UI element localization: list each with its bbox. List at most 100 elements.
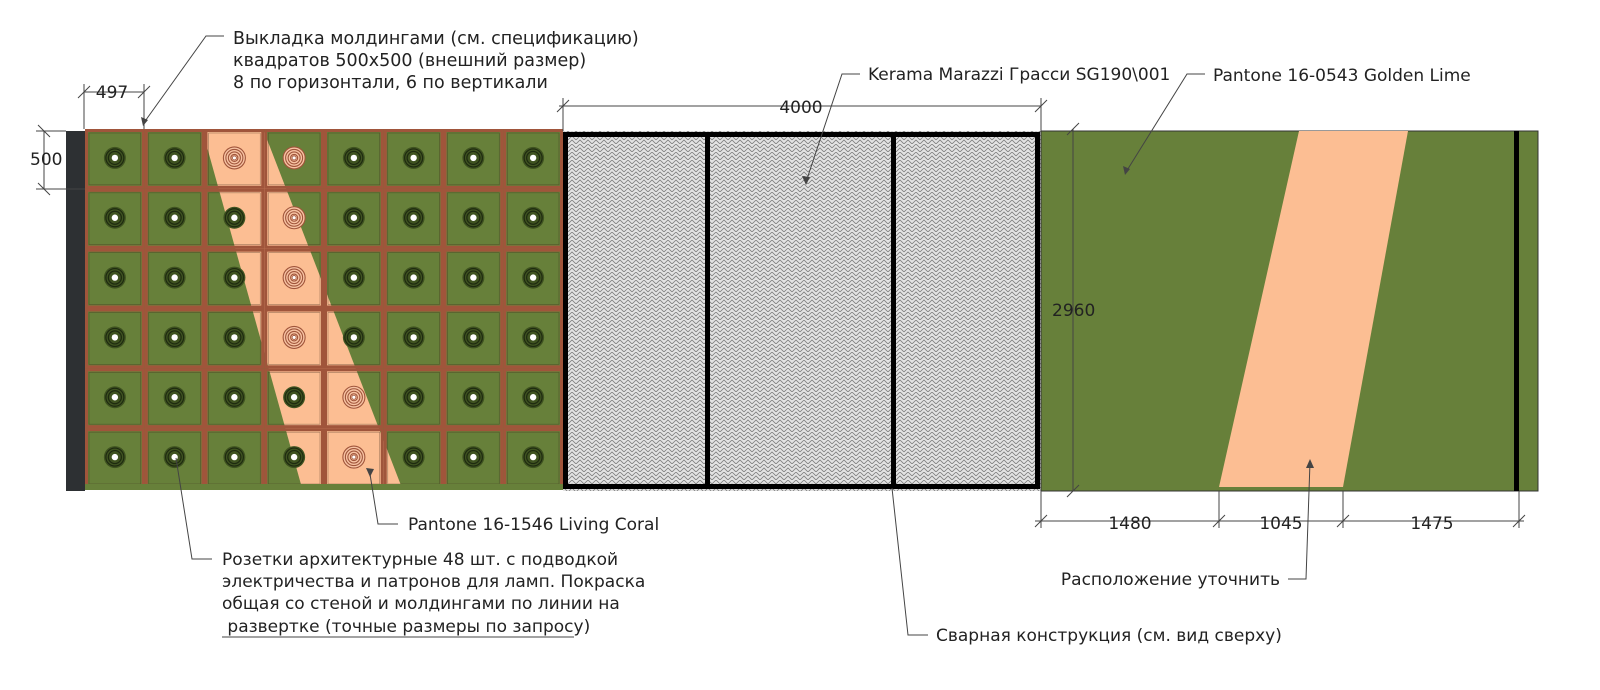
moulding-square <box>443 188 504 249</box>
tile-panel-2 <box>705 132 896 489</box>
note-pantone-coral: Pantone 16-1546 Living Coral <box>408 515 659 535</box>
dim-tile-width: 4000 <box>779 98 822 118</box>
rosette <box>282 146 306 170</box>
rosette <box>462 266 485 289</box>
rosette <box>522 146 545 169</box>
moulding-square-inner <box>387 252 440 305</box>
moulding-square <box>204 188 265 249</box>
moulding-square <box>383 308 444 369</box>
moulding-square-inner <box>506 372 560 425</box>
rosette <box>462 446 485 469</box>
note-rosettes-2: электричества и патронов для ламп. Покра… <box>222 572 645 592</box>
tile-panel-3 <box>891 132 1040 489</box>
moulding-square-inner <box>327 192 381 245</box>
rosette <box>223 326 246 349</box>
moulding-square-inner <box>208 132 261 186</box>
moulding-square <box>85 188 145 249</box>
note-kerama-tile: Kerama Marazzi Грасси SG190\001 <box>868 65 1170 85</box>
moulding-square <box>324 308 384 369</box>
moulding-square <box>264 368 324 429</box>
note-clarify-position: Расположение уточнить <box>1061 570 1280 590</box>
moulding-square <box>264 129 324 189</box>
rosette <box>462 386 485 409</box>
moulding-square-inner <box>88 192 142 245</box>
moulding-square <box>144 308 205 369</box>
moulding-square <box>144 368 205 429</box>
rosette <box>282 206 306 230</box>
grid-cells <box>85 129 563 488</box>
grid-bottom-strip <box>85 484 563 490</box>
moulding-square-inner <box>208 372 261 425</box>
rosette <box>522 206 545 229</box>
moulding-square <box>85 129 145 189</box>
moulding-square-inner <box>208 252 261 305</box>
dim-seg-mid: 1045 <box>1259 514 1302 534</box>
moulding-square <box>144 248 205 309</box>
moulding-square-inner <box>506 192 560 245</box>
moulding-square-inner <box>148 132 201 186</box>
rosette <box>342 445 366 469</box>
moulding-square <box>503 129 563 189</box>
moulding-square <box>324 248 384 309</box>
dim-wall-height: 2960 <box>1052 301 1095 321</box>
moulding-square <box>324 188 384 249</box>
tile-section <box>563 131 1041 491</box>
moulding-square <box>383 188 444 249</box>
moulding-square-inner <box>506 312 560 365</box>
rosette <box>103 266 126 289</box>
moulding-square-inner <box>208 312 261 365</box>
rosette <box>163 266 186 289</box>
moulding-square <box>204 368 265 429</box>
moulding-square-inner <box>447 192 500 245</box>
moulding-square <box>204 248 265 309</box>
rosette <box>163 206 186 229</box>
moulding-square-inner <box>387 312 440 365</box>
moulding-square-inner <box>88 312 142 365</box>
rosette <box>402 146 425 169</box>
rosette <box>223 446 246 469</box>
moulding-square-inner <box>88 372 142 425</box>
moulding-square-inner <box>387 372 440 425</box>
moulding-square <box>144 129 205 189</box>
rosette <box>342 385 366 409</box>
dimension-lines <box>36 84 1526 528</box>
right-end-line <box>1514 131 1519 491</box>
note-moulding-layout-3: 8 по горизонтали, 6 по вертикали <box>233 73 548 93</box>
rosette <box>283 446 306 469</box>
moulding-grid-section <box>85 129 563 490</box>
rosette <box>402 206 425 229</box>
rosette <box>522 266 545 289</box>
moulding-square-inner <box>327 312 381 365</box>
rosette <box>282 266 306 290</box>
rosette <box>282 325 306 349</box>
moulding-square-inner <box>447 312 500 365</box>
rosette <box>402 326 425 349</box>
moulding-square <box>443 368 504 429</box>
leader-lines <box>142 35 1311 638</box>
rosette <box>223 206 246 229</box>
moulding-square-inner <box>267 252 321 305</box>
rosette <box>223 386 246 409</box>
moulding-square-inner <box>447 372 500 425</box>
rosette <box>223 266 246 289</box>
moulding-square-inner <box>208 192 261 245</box>
moulding-square <box>85 248 145 309</box>
rosette <box>522 326 545 349</box>
moulding-square <box>443 308 504 369</box>
moulding-square-inner <box>148 312 201 365</box>
moulding-square-inner <box>387 192 440 245</box>
rosette <box>342 146 365 169</box>
note-rosettes-4: развертке (точные размеры по запросу) <box>222 617 590 637</box>
rosette <box>283 386 306 409</box>
rosette <box>342 206 365 229</box>
moulding-square <box>383 129 444 189</box>
tile-panel-1 <box>563 132 710 489</box>
rosette <box>462 326 485 349</box>
rosette <box>342 266 365 289</box>
moulding-square-inner <box>447 252 500 305</box>
note-rosettes-3: общая со стеной и молдингами по линии на <box>222 594 620 614</box>
rosette <box>522 386 545 409</box>
rosette <box>222 146 246 170</box>
rosette <box>103 386 126 409</box>
rosette <box>462 146 485 169</box>
